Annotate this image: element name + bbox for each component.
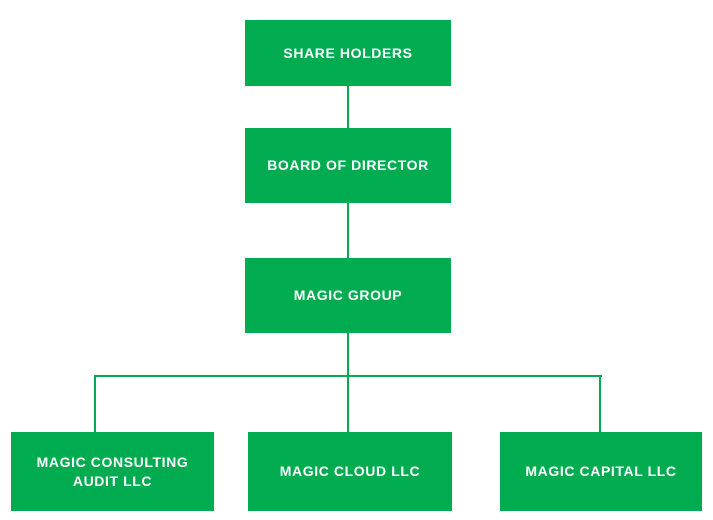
node-magic-consulting-audit-llc-label: MAGIC CONSULTING AUDIT LLC — [36, 453, 189, 489]
node-magic-capital-llc-label: MAGIC CAPITAL LLC — [525, 463, 677, 479]
connector-drop-capital — [599, 375, 601, 432]
connector-share-holders-to-board — [347, 86, 349, 129]
node-magic-consulting-audit-llc: MAGIC CONSULTING AUDIT LLC — [11, 432, 214, 511]
connector-board-to-magic-group — [347, 203, 349, 258]
node-magic-group: MAGIC GROUP — [245, 258, 451, 333]
connector-drop-consulting — [94, 375, 96, 432]
node-share-holders: SHARE HOLDERS — [245, 20, 451, 86]
connector-magic-group-to-children — [347, 333, 349, 432]
node-magic-group-label: MAGIC GROUP — [293, 287, 403, 303]
node-board-of-director-label: BOARD OF DIRECTOR — [267, 157, 429, 173]
node-share-holders-label: SHARE HOLDERS — [283, 44, 413, 61]
node-board-of-director: BOARD OF DIRECTOR — [245, 128, 451, 203]
connector-branch-horizontal — [94, 375, 602, 377]
node-magic-capital-llc: MAGIC CAPITAL LLC — [500, 432, 702, 511]
node-magic-cloud-llc: MAGIC CLOUD LLC — [248, 432, 452, 511]
node-magic-cloud-llc-label: MAGIC CLOUD LLC — [279, 463, 421, 479]
